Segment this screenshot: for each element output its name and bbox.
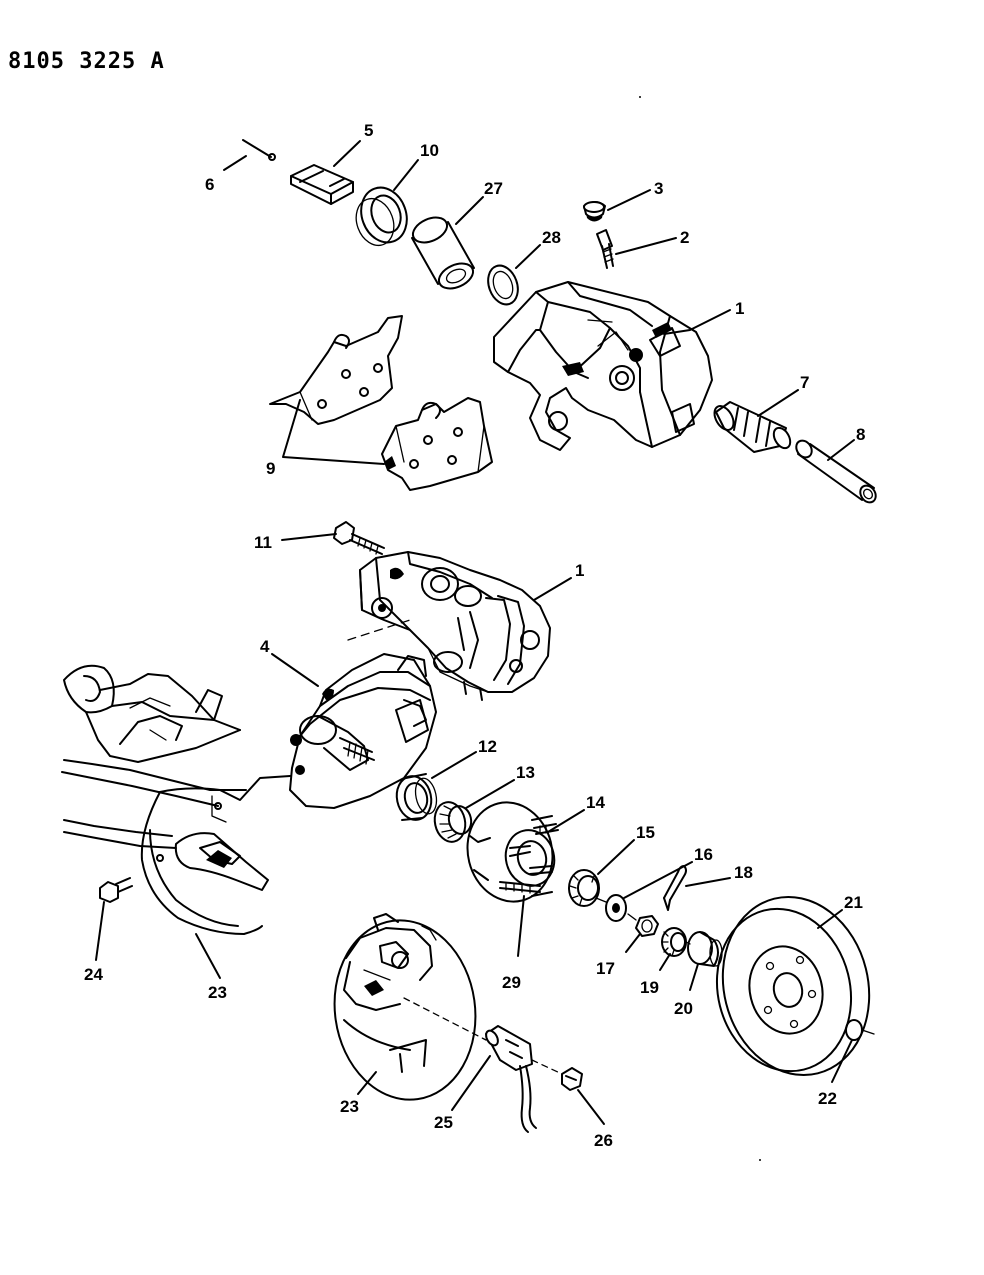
part-6-pin [242,139,276,161]
part-15-nut [568,869,600,907]
knuckle-arm-assembly [61,619,437,935]
part-28-ring [487,264,519,306]
part-17-nut [635,915,659,937]
callout-22: 22 [818,1089,837,1108]
callout-27: 27 [484,179,503,198]
diagram-code: 8105 3225 A [8,49,165,74]
callout-15: 15 [636,823,655,842]
part-26-bolt [531,1059,583,1091]
callout-29: 29 [502,973,521,992]
leader-lines [95,140,855,1125]
part-27-piston [411,216,475,290]
caliper-exploded-group [242,139,877,504]
part-11-bolt [333,521,385,555]
speck [639,96,641,98]
part-12-seal [395,773,438,821]
part-5-clip [290,164,354,205]
part-25-speed-sensor [403,997,537,1133]
callout-23-upper: 23 [208,983,227,1002]
part-24-bolt [99,877,133,903]
part-8-sleeve [795,439,877,504]
part-2-bleeder-screw [596,229,614,269]
callout-6: 6 [205,175,214,194]
callout-17: 17 [596,959,615,978]
part-1-caliper-housing [493,281,713,451]
callout-19: 19 [640,978,659,997]
callout-26: 26 [594,1131,613,1150]
part-13-bearing [433,801,473,843]
callout-25: 25 [434,1113,453,1132]
part-20-grease-cap [687,931,723,967]
callout-8: 8 [856,425,865,444]
part-19-nut-lock [661,927,687,957]
callout-1-top: 1 [735,299,744,318]
part-16-washer [605,894,627,922]
callout-12: 12 [478,737,497,756]
callout-20: 20 [674,999,693,1018]
callout-14: 14 [586,793,605,812]
callout-13: 13 [516,763,535,782]
callout-24: 24 [84,965,103,984]
callout-5: 5 [364,121,373,140]
callout-2: 2 [680,228,689,247]
callout-21: 21 [844,893,863,912]
speck [759,1159,761,1161]
callout-10: 10 [420,141,439,160]
callout-11: 11 [254,533,272,552]
part-22-washer [845,1019,875,1041]
hub-bearing-group [395,773,723,967]
part-3-bleeder-cap [583,201,606,222]
part-23-shield-upper [140,775,291,935]
callout-labels: 1 2 3 5 6 7 8 9 10 27 28 11 1 4 12 13 14… [84,121,865,1150]
part-9-brake-pads [269,315,493,491]
part-14-hub [466,801,559,903]
callout-9: 9 [266,459,275,478]
part-10-seal [355,186,408,247]
part-7-boot [713,401,792,453]
callout-1-assembled: 1 [575,561,584,580]
callout-18: 18 [734,863,753,882]
part-18-cotter-pin [663,865,687,911]
part-21-rotor [715,895,875,1077]
callout-7: 7 [800,373,809,392]
callout-16: 16 [694,845,713,864]
callout-4: 4 [260,637,270,656]
callout-28: 28 [542,228,561,247]
caliper-assembled-group [333,521,551,701]
sensor-inset-group [333,913,583,1133]
callout-3: 3 [654,179,663,198]
callout-23-lower: 23 [340,1097,359,1116]
